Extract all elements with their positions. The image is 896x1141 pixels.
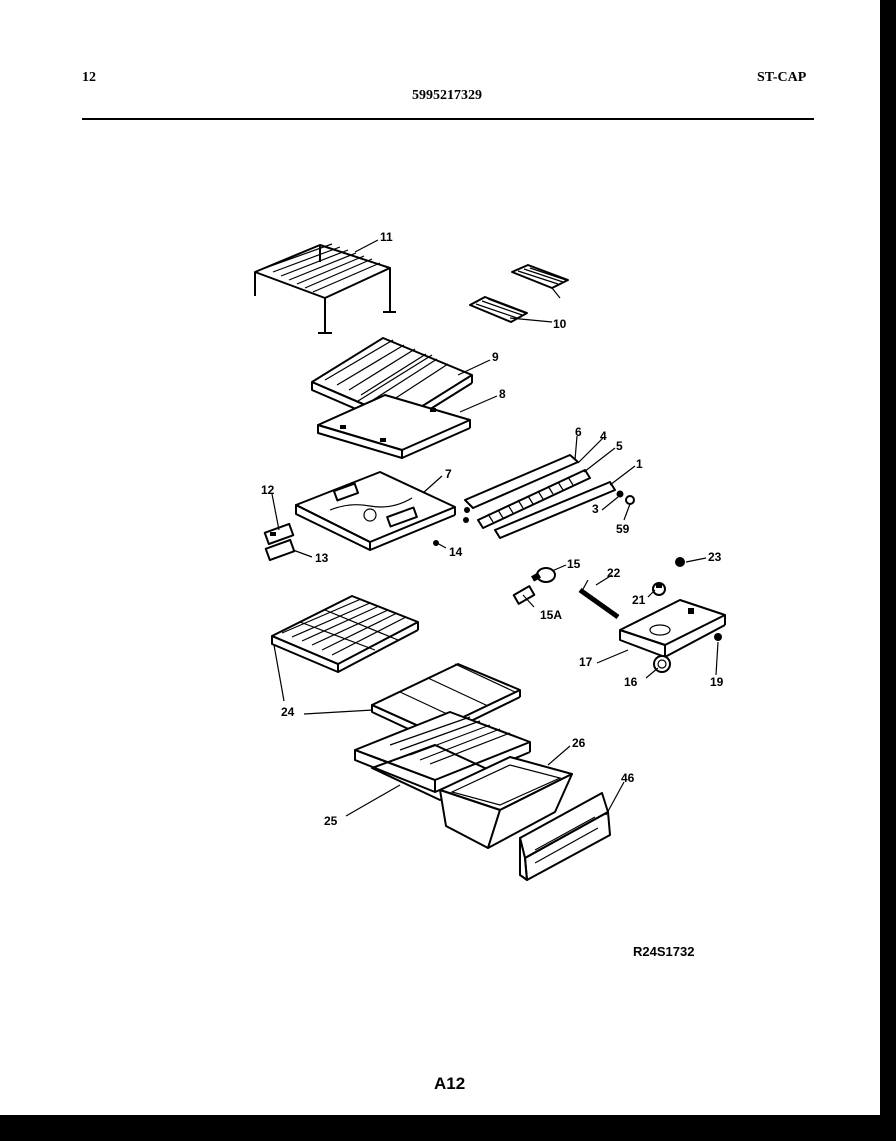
part-19-clip <box>714 633 722 641</box>
callout-21: 21 <box>632 593 646 607</box>
callout-46: 46 <box>621 771 635 785</box>
callout-15a: 15A <box>540 608 562 622</box>
callout-17: 17 <box>579 655 593 669</box>
callout-19: 19 <box>710 675 724 689</box>
part-7-cover-plate <box>295 471 456 551</box>
callout-12: 12 <box>261 483 275 497</box>
callout-26: 26 <box>572 736 586 750</box>
diagram-page-label: A12 <box>434 1074 465 1093</box>
part-17-control-housing <box>619 599 726 658</box>
callout-59: 59 <box>616 522 630 536</box>
part-24-wire-shelf <box>271 595 419 673</box>
part-15-bulb <box>512 567 556 605</box>
callout-14: 14 <box>449 545 463 559</box>
callout-1: 1 <box>636 457 643 471</box>
page-number: 12 <box>82 70 96 85</box>
callout-11: 11 <box>380 230 393 244</box>
callout-labels: 11 10 9 8 6 4 5 1 3 59 7 12 13 14 15 15A… <box>261 230 724 828</box>
header-rule <box>82 118 814 120</box>
callout-7: 7 <box>445 467 452 481</box>
leader-lines <box>271 239 719 817</box>
part-10-grilles <box>469 264 569 323</box>
part-21-knob <box>652 582 666 596</box>
callout-24: 24 <box>281 705 295 719</box>
callout-9: 9 <box>492 350 499 364</box>
diagram-reference-code: R24S1732 <box>633 944 694 959</box>
callout-4: 4 <box>600 429 607 443</box>
callout-5: 5 <box>616 439 623 453</box>
part-number: 5995217329 <box>412 88 482 103</box>
part-8-shelf-frame <box>317 394 471 459</box>
callout-15: 15 <box>567 557 581 571</box>
callout-16: 16 <box>624 675 638 689</box>
part-11-wire-shelf <box>254 243 396 334</box>
callout-8: 8 <box>499 387 506 401</box>
part-14-screw <box>433 540 439 546</box>
callout-13: 13 <box>315 551 329 565</box>
part-3-59-screws <box>616 490 635 505</box>
part-23-knob <box>675 557 685 567</box>
callout-25: 25 <box>324 814 338 828</box>
section-code: ST-CAP <box>757 70 807 85</box>
callout-10: 10 <box>553 317 567 331</box>
callout-22: 22 <box>607 566 621 580</box>
callout-6: 6 <box>575 425 582 439</box>
callout-23: 23 <box>708 550 722 564</box>
part-12-13-switch <box>263 522 296 562</box>
callout-3: 3 <box>592 502 599 516</box>
parts-sheet: 12 5995217329 ST-CAP <box>0 0 880 1115</box>
part-22-tube <box>578 579 620 620</box>
part-26-crisper-drawer <box>439 756 573 849</box>
exploded-parts-diagram: 11 10 9 8 6 4 5 1 3 59 7 12 13 14 15 15A… <box>254 230 726 1093</box>
part-6-4-5-1-rails <box>463 454 616 539</box>
